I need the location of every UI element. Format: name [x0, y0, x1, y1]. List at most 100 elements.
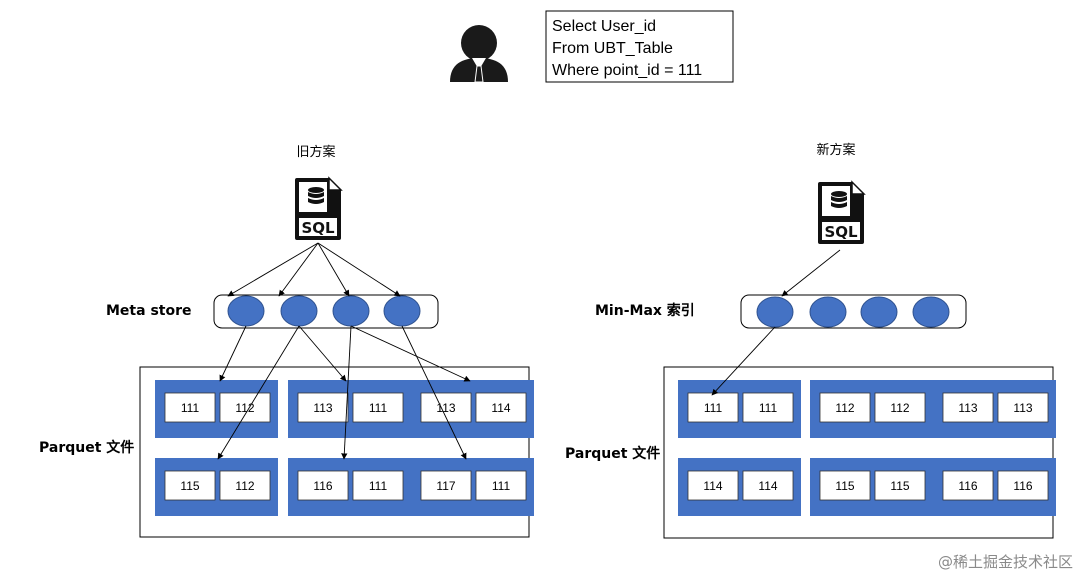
value-cell	[874, 470, 926, 501]
new-file-block: 115 115	[810, 458, 933, 516]
sql-query-box: Select User_id From UBT_Table Where poin…	[545, 10, 734, 83]
value-cell	[219, 470, 271, 501]
query-line-where: Where point_id = 111	[552, 62, 702, 79]
value-cell-text: 116	[1013, 479, 1032, 493]
value-cell-text: 113	[436, 401, 455, 415]
value-cell-text: 111	[492, 479, 511, 493]
new-file-block: 113 113	[933, 380, 1056, 438]
query-line-from: From UBT_Table	[552, 40, 673, 57]
old-file-block: 116 111	[288, 458, 411, 516]
value-cell-text: 111	[181, 401, 200, 415]
meta-store-capsule	[213, 294, 439, 329]
value-cell	[819, 392, 871, 423]
value-cell	[475, 470, 527, 501]
new-file-block: 111 111	[678, 380, 801, 438]
value-cell-text: 114	[703, 479, 722, 493]
value-cell	[687, 392, 739, 423]
sql-icon-label: SQL	[301, 219, 335, 237]
value-cell	[164, 470, 216, 501]
value-cell	[219, 392, 271, 423]
pointer-arrow	[350, 325, 471, 382]
value-cell-text: 114	[758, 479, 777, 493]
value-cell-text: 111	[704, 401, 723, 415]
new-index-node	[756, 296, 794, 328]
pointer-arrow	[278, 242, 319, 297]
sql-database-file-icon: SQL	[818, 180, 866, 244]
value-cell	[164, 392, 216, 423]
pointer-arrow	[317, 242, 350, 297]
new-file-block: 116 116	[933, 458, 1056, 516]
value-cell	[997, 470, 1049, 501]
value-cell-text: 116	[958, 479, 977, 493]
value-cell-text: 113	[958, 401, 977, 415]
sql-database-file-icon: SQL	[295, 176, 343, 240]
value-cell-text: 114	[491, 401, 510, 415]
value-cell	[352, 470, 404, 501]
new-index-node	[860, 296, 898, 328]
new-file-block: 114 114	[678, 458, 801, 516]
value-cell	[297, 392, 349, 423]
min-max-index-capsule	[740, 294, 967, 329]
pointer-arrow	[227, 242, 319, 297]
old-file-block: 113 111	[288, 380, 411, 438]
new-index-node	[912, 296, 950, 328]
value-cell	[819, 470, 871, 501]
value-cell	[742, 392, 794, 423]
sql-icon-label: SQL	[824, 223, 858, 241]
value-cell	[874, 392, 926, 423]
pointer-arrow	[401, 325, 467, 460]
old-scheme-title: 旧方案	[296, 144, 335, 160]
value-cell-text: 112	[235, 479, 254, 493]
value-cell-text: 116	[313, 479, 332, 493]
pointer-arrow	[317, 242, 401, 297]
value-cell-text: 115	[890, 479, 909, 493]
old-storage-label: Parquet 文件	[39, 439, 134, 456]
value-cell	[942, 470, 994, 501]
value-cell-text: 113	[313, 401, 332, 415]
value-cell-text: 113	[1013, 401, 1032, 415]
old-file-block: 115 112	[155, 458, 278, 516]
value-cell	[475, 392, 527, 423]
new-index-nodes	[756, 296, 950, 328]
pointer-arrow	[219, 325, 247, 382]
value-cell	[420, 470, 472, 501]
pointer-arrow	[781, 249, 841, 297]
new-index-label: Min-Max 索引	[595, 302, 695, 319]
value-cell-text: 115	[180, 479, 199, 493]
old-index-node	[332, 295, 370, 327]
value-cell-text: 112	[835, 401, 854, 415]
old-index-node	[227, 295, 265, 327]
value-cell	[942, 392, 994, 423]
value-cell	[352, 392, 404, 423]
pointer-arrow	[217, 325, 300, 460]
watermark: @稀土掘金技术社区	[938, 553, 1073, 571]
value-cell-text: 115	[835, 479, 854, 493]
value-cell	[997, 392, 1049, 423]
user-businessman-icon	[450, 25, 508, 83]
query-line-select: Select User_id	[552, 18, 656, 35]
pointer-arrow	[711, 326, 776, 396]
value-cell-text: 112	[890, 401, 909, 415]
old-file-block: 111 112	[155, 380, 278, 438]
old-index-label: Meta store	[106, 303, 191, 319]
value-cell-text: 111	[369, 479, 388, 493]
pointer-arrows	[217, 242, 841, 460]
new-file-blocks: 111 111 112 112 113 113 114 114 115 115 116 116	[678, 380, 1056, 516]
old-index-node	[383, 295, 421, 327]
new-file-block: 112 112	[810, 380, 933, 438]
pointer-arrow	[298, 325, 347, 382]
value-cell	[742, 470, 794, 501]
new-scheme-title: 新方案	[816, 142, 855, 158]
old-index-nodes	[227, 295, 421, 327]
value-cell-text: 111	[759, 401, 778, 415]
pointer-arrow	[341, 325, 352, 460]
value-cell-text: 112	[235, 401, 254, 415]
new-index-node	[809, 296, 847, 328]
new-storage-label: Parquet 文件	[565, 445, 660, 462]
old-index-node	[280, 295, 318, 327]
value-cell-text: 111	[369, 401, 388, 415]
